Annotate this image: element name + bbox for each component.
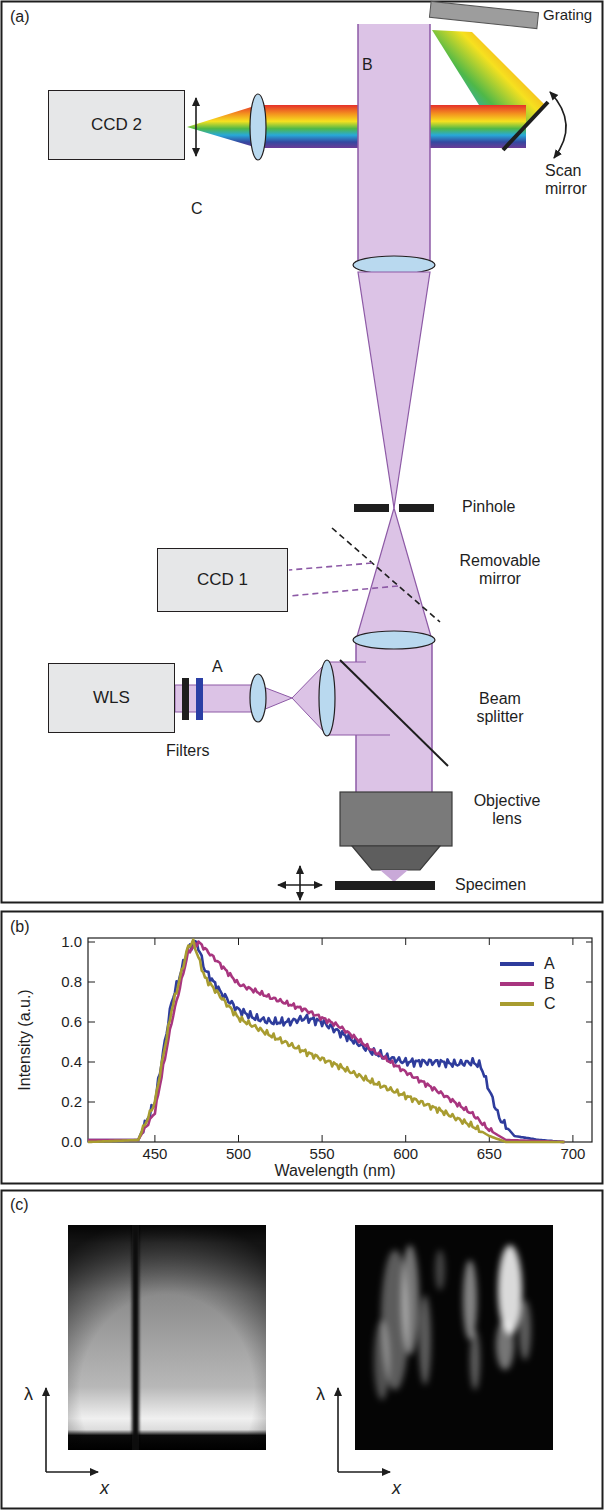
figure-label: x bbox=[100, 1478, 109, 1498]
box-label: CCD 1 bbox=[197, 570, 248, 590]
spectrum-curve bbox=[88, 942, 565, 1143]
figure-label: A bbox=[212, 658, 223, 676]
figure-label: Objective lens bbox=[462, 792, 552, 828]
legend-text: C bbox=[544, 995, 556, 1013]
figure-label: 600 bbox=[386, 1145, 426, 1162]
legend-text: B bbox=[544, 975, 555, 993]
figure-label: 0.6 bbox=[44, 1013, 82, 1030]
figure-label: B bbox=[362, 56, 373, 74]
figure-label: 0.0 bbox=[44, 1133, 82, 1150]
figure-label: Filters bbox=[166, 742, 210, 760]
figure-label: Specimen bbox=[455, 876, 526, 894]
detector-box: CCD 1 bbox=[157, 548, 288, 612]
figure-label: 0.2 bbox=[44, 1093, 82, 1110]
figure-label: λ bbox=[316, 1384, 325, 1404]
box-label: CCD 2 bbox=[91, 115, 142, 135]
figure-label: Beam splitter bbox=[458, 690, 542, 726]
legend-line-swatch bbox=[500, 962, 534, 966]
figure-label: C bbox=[191, 200, 203, 218]
figure-label: x bbox=[392, 1478, 401, 1498]
figure-label: Scan mirror bbox=[545, 162, 601, 198]
legend-text: A bbox=[544, 955, 555, 973]
legend-line-swatch bbox=[500, 982, 534, 986]
detector-box: CCD 2 bbox=[48, 90, 185, 160]
figure-label: 0.8 bbox=[44, 973, 82, 990]
box-label: WLS bbox=[93, 688, 130, 708]
plot-legend: ABC bbox=[500, 954, 556, 1014]
figure-label: (c) bbox=[10, 1196, 29, 1214]
figure-label: 700 bbox=[553, 1145, 593, 1162]
figure-label: (a) bbox=[10, 8, 30, 26]
figure-label: Pinhole bbox=[462, 498, 515, 516]
legend-row: C bbox=[500, 994, 556, 1014]
figure-label: 1.0 bbox=[44, 933, 82, 950]
figure-label: 0.4 bbox=[44, 1053, 82, 1070]
figure-label: 450 bbox=[135, 1145, 175, 1162]
legend-line-swatch bbox=[500, 1002, 534, 1006]
figure-label: λ bbox=[24, 1384, 33, 1404]
figure-label: Removable mirror bbox=[450, 552, 550, 588]
spectrum-curve bbox=[88, 941, 565, 1142]
figure-label: Grating bbox=[543, 6, 592, 23]
figure-label: 550 bbox=[302, 1145, 342, 1162]
legend-row: A bbox=[500, 954, 556, 974]
figure-label: 500 bbox=[219, 1145, 259, 1162]
figure-label: 650 bbox=[469, 1145, 509, 1162]
detector-box: WLS bbox=[48, 663, 175, 733]
figure-label: Intensity (a.u.) bbox=[16, 970, 34, 1110]
spectrum-curve bbox=[88, 940, 565, 1142]
legend-row: B bbox=[500, 974, 556, 994]
figure-label: (b) bbox=[10, 918, 30, 936]
figure-label: Wavelength (nm) bbox=[250, 1162, 420, 1180]
